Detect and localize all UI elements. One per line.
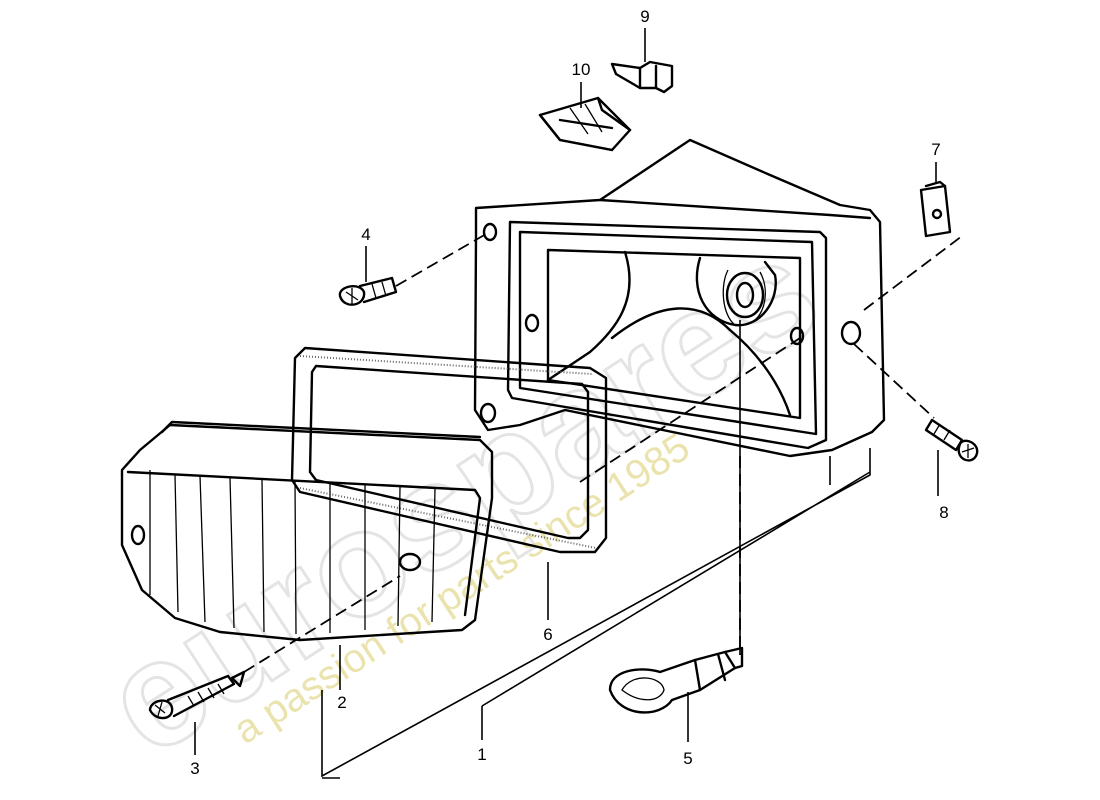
callout-3: 3 xyxy=(190,759,199,778)
lamp-lens xyxy=(120,420,494,642)
callout-1: 1 xyxy=(477,745,486,764)
callout-6: 6 xyxy=(543,625,552,644)
connector-sleeve xyxy=(538,96,632,152)
leader-lines xyxy=(194,28,963,779)
callout-4: 4 xyxy=(361,225,370,244)
callout-8: 8 xyxy=(939,503,948,522)
bulb xyxy=(608,646,744,714)
callout-2: 2 xyxy=(337,693,346,712)
callout-5: 5 xyxy=(683,749,692,768)
callout-7: 7 xyxy=(931,140,940,159)
clip-nut xyxy=(919,180,952,238)
side-screw xyxy=(924,418,979,462)
gasket xyxy=(290,346,608,554)
lens-screw xyxy=(148,670,246,720)
callout-10: 10 xyxy=(572,60,591,79)
callout-9: 9 xyxy=(640,7,649,26)
callout-labels: 9 10 7 4 8 6 2 3 1 5 xyxy=(190,7,948,778)
lamp-housing xyxy=(473,138,886,458)
terminal-clip xyxy=(610,60,674,94)
mounting-screw xyxy=(338,276,398,306)
